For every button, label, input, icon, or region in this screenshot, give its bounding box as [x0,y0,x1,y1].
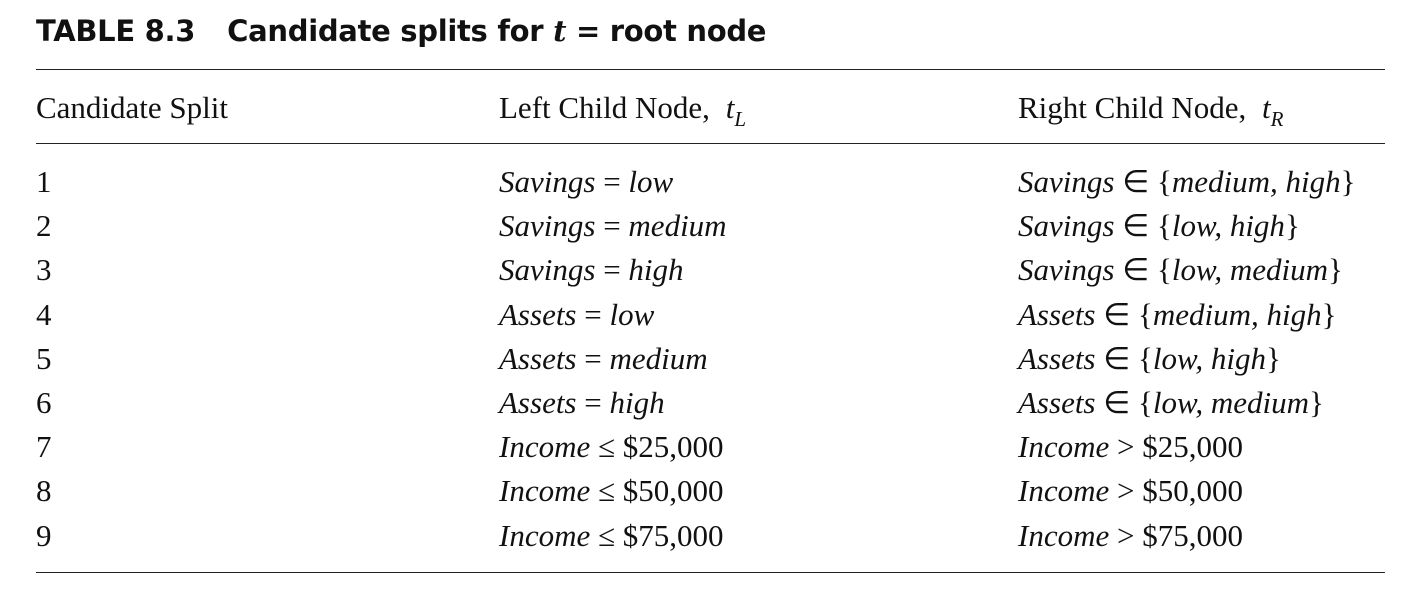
table-caption: TABLE 8.3 Candidate splits for t = root n… [36,14,766,48]
left-part-b: = [576,297,610,332]
right-part-b: ∈ { [1095,341,1153,376]
left-child-condition: Assets = medium [499,343,708,374]
right-part-b: ∈ { [1114,252,1172,287]
right-part-c: low, high [1152,341,1266,376]
right-part-c: low, medium [1171,252,1328,287]
header-right-var: t [1261,90,1271,125]
right-part-b: > $75,000 [1109,518,1243,553]
right-part-d: } [1321,297,1337,332]
right-part-b: ∈ { [1095,297,1153,332]
table-number: TABLE 8.3 [36,14,196,48]
right-part-d: } [1340,164,1356,199]
split-number: 2 [36,208,52,243]
left-part-a: Assets [499,297,577,332]
title-prefix: Candidate splits for [227,14,554,48]
right-child-condition: Assets ∈ {low, high} [1018,343,1281,374]
left-part-b: ≤ $75,000 [590,518,724,553]
header-right-label: Right Child Node, [1018,90,1254,125]
left-part-b: = [576,341,610,376]
right-part-a: Income [1018,429,1110,464]
right-part-a: Assets [1018,341,1096,376]
right-part-b: > $50,000 [1109,473,1243,508]
title-suffix: = root node [566,14,767,48]
right-part-b: ∈ { [1114,208,1172,243]
left-part-b: = [576,385,610,420]
right-part-b: ∈ { [1095,385,1153,420]
split-number: 8 [36,473,52,508]
right-part-c: medium, high [1171,164,1341,199]
split-number: 6 [36,385,52,420]
left-part-a: Income [499,518,591,553]
right-part-d: } [1284,208,1300,243]
right-child-condition: Savings ∈ {low, medium} [1018,254,1343,285]
left-part-a: Savings [499,164,596,199]
left-part-b: ≤ $25,000 [590,429,724,464]
bottom-rule [36,572,1385,573]
right-part-a: Savings [1018,164,1115,199]
right-child-condition: Income > $50,000 [1018,475,1243,506]
right-part-c: low, high [1171,208,1285,243]
table-title: Candidate splits for t = root node [227,14,766,48]
left-part-c: low [609,297,655,332]
split-number: 1 [36,164,52,199]
right-part-d: } [1266,341,1281,376]
right-child-condition: Savings ∈ {low, high} [1018,210,1300,241]
split-number: 5 [36,341,52,376]
right-child-condition: Savings ∈ {medium, high} [1018,166,1355,197]
header-left-child: Left Child Node, tL [499,90,746,130]
header-rule [36,143,1385,144]
right-part-c: medium, high [1152,297,1322,332]
right-part-a: Savings [1018,208,1115,243]
right-part-b: ∈ { [1114,164,1172,199]
split-number: 9 [36,518,52,553]
left-part-a: Income [499,473,591,508]
left-child-condition: Savings = medium [499,210,727,241]
right-part-a: Assets [1018,385,1096,420]
header-left-sub: L [734,107,746,131]
left-child-condition: Income ≤ $75,000 [499,520,724,551]
title-variable: t [553,14,567,48]
left-part-b: = [595,252,629,287]
left-part-b: = [595,208,629,243]
left-part-c: high [628,252,684,287]
header-right-sub: R [1270,107,1284,131]
right-part-a: Savings [1018,252,1115,287]
right-part-d: } [1327,252,1343,287]
left-part-c: high [609,385,665,420]
left-part-a: Assets [499,341,577,376]
right-part-a: Income [1018,473,1110,508]
left-part-c: medium [628,208,727,243]
header-left-var: t [725,90,735,125]
left-part-a: Savings [499,208,596,243]
left-part-b: = [595,164,629,199]
right-part-a: Income [1018,518,1110,553]
right-child-condition: Income > $75,000 [1018,520,1243,551]
split-number: 3 [36,252,52,287]
top-rule [36,69,1385,70]
left-part-a: Income [499,429,591,464]
right-part-a: Assets [1018,297,1096,332]
left-child-condition: Income ≤ $50,000 [499,475,724,506]
right-child-condition: Assets ∈ {low, medium} [1018,387,1324,418]
left-part-c: low [628,164,674,199]
right-part-b: > $25,000 [1109,429,1243,464]
left-child-condition: Income ≤ $25,000 [499,431,724,462]
right-part-c: low, medium [1152,385,1310,420]
right-child-condition: Income > $25,000 [1018,431,1243,462]
left-part-b: ≤ $50,000 [590,473,724,508]
left-part-a: Savings [499,252,596,287]
left-child-condition: Assets = high [499,387,665,418]
left-child-condition: Assets = low [499,299,654,330]
left-child-condition: Savings = low [499,166,673,197]
header-right-child: Right Child Node, tR [1018,90,1283,130]
header-candidate-split: Candidate Split [36,90,229,125]
left-part-a: Assets [499,385,577,420]
header-left-label: Left Child Node, [499,90,718,125]
left-child-condition: Savings = high [499,254,684,285]
split-number: 4 [36,297,52,332]
split-number: 7 [36,429,52,464]
right-part-d: } [1309,385,1324,420]
right-child-condition: Assets ∈ {medium, high} [1018,299,1337,330]
left-part-c: medium [609,341,708,376]
